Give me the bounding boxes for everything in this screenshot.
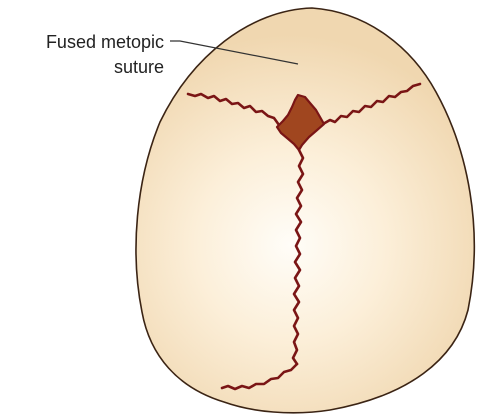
skull-outline (136, 8, 474, 413)
fused-metopic-label-line1: Fused metopic (46, 32, 164, 52)
fused-metopic-label-line2: suture (114, 57, 164, 77)
